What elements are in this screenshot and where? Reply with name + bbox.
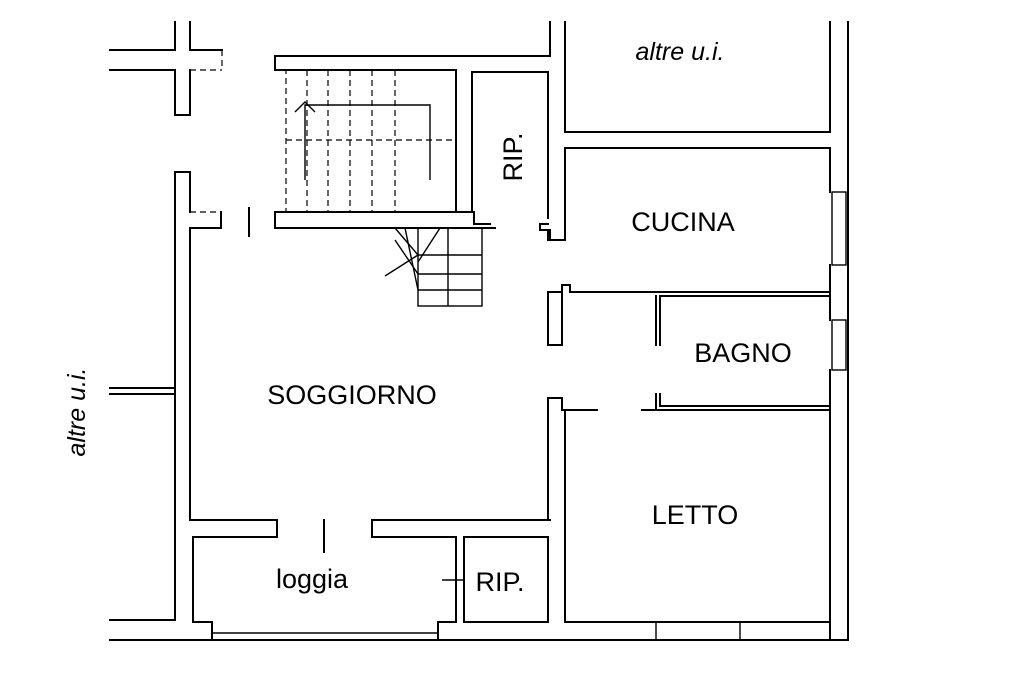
room-label-bagno: BAGNO [694,338,792,368]
room-label-loggia: loggia [276,564,349,594]
room-label-letto: LETTO [652,500,739,530]
bagno-walls [547,284,847,411]
neighbor-top-walls [564,21,831,133]
room-label-cucina: CUCINA [631,207,735,237]
room-label-rip-bottom: RIP. [475,567,524,597]
room-label-rip-top: RIP. [498,132,528,181]
loggia-walls [192,536,549,641]
outer-walls [109,21,849,641]
staircase [274,21,551,307]
neighbor-label-left: altre u.i. [63,368,91,457]
neighbor-label-top: altre u.i. [636,38,725,66]
room-label-soggiorno: SOGGIORNO [267,380,437,410]
corridor-walls [109,21,250,237]
letto-walls [547,397,831,641]
rip-top-walls [471,71,551,239]
cucina-walls [547,147,847,293]
